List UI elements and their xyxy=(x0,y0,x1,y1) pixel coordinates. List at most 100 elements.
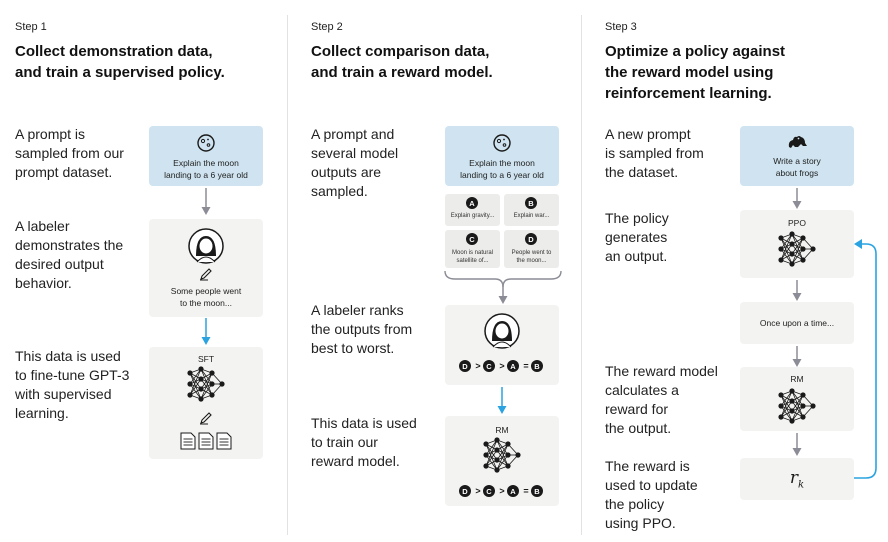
step3-rm-box: RM xyxy=(740,367,854,431)
option-a-badge: A xyxy=(466,197,478,209)
rank-badge xyxy=(459,485,471,497)
rank-letter: D xyxy=(462,487,468,496)
network-node xyxy=(198,396,204,402)
rank-badge xyxy=(459,360,471,372)
network-node xyxy=(187,381,193,387)
network-node xyxy=(789,408,795,414)
rank-operator: > xyxy=(475,486,480,496)
network-node xyxy=(483,452,489,458)
ranking-sequence: D>C>A=B xyxy=(459,485,543,497)
network-node xyxy=(789,261,795,267)
network-node xyxy=(505,463,511,469)
step1-arrow-1 xyxy=(201,188,211,215)
rm-label: RM xyxy=(495,425,509,435)
reward-value: rk xyxy=(789,468,805,491)
rank-badge xyxy=(507,485,519,497)
ppo-label: PPO xyxy=(788,218,806,228)
step1-label: Step 1 xyxy=(15,21,47,33)
frog-icon xyxy=(788,136,807,148)
step3-output-box: Once upon a time... xyxy=(740,302,854,344)
step3-label: Step 3 xyxy=(605,21,637,33)
network-node xyxy=(778,257,784,263)
network-node xyxy=(789,231,795,237)
feedback-loop-arrow xyxy=(854,239,877,479)
ppo-network-icon xyxy=(778,231,816,267)
network-node xyxy=(209,370,215,376)
rank-operator: = xyxy=(523,486,528,496)
option-b-card: B Explain war... xyxy=(504,194,559,226)
step2-title: Collect comparison data,and train a rewa… xyxy=(311,43,493,81)
svg-text:D: D xyxy=(528,235,534,244)
step2-arrow xyxy=(497,387,507,414)
step2-label: Step 2 xyxy=(311,21,343,33)
pencil-icon xyxy=(200,412,212,425)
labeler-avatar-icon xyxy=(484,313,520,349)
rank-letter: D xyxy=(462,362,468,371)
rank-badge xyxy=(531,485,543,497)
network-node xyxy=(800,257,806,263)
option-a-card: A Explain gravity... xyxy=(445,194,500,226)
network-node xyxy=(494,447,500,453)
network-node xyxy=(778,403,784,409)
step3-arrow-1 xyxy=(792,188,802,209)
option-b-text: Explain war... xyxy=(513,213,550,219)
rank-letter: A xyxy=(510,487,516,496)
pencil-icon xyxy=(200,268,212,281)
network-node xyxy=(810,403,816,409)
network-node xyxy=(800,392,806,398)
rank-operator: = xyxy=(523,361,528,371)
network-node xyxy=(778,414,784,420)
step3-arrow-2 xyxy=(792,280,802,301)
network-node xyxy=(494,437,500,443)
network-node xyxy=(810,246,816,252)
rank-operator: > xyxy=(499,486,504,496)
rm-network-icon xyxy=(778,388,816,424)
network-node xyxy=(800,414,806,420)
option-a-text: Explain gravity... xyxy=(450,213,495,219)
rm-label: RM xyxy=(790,374,804,384)
option-c-badge: C xyxy=(466,233,478,245)
rank-letter: C xyxy=(486,362,492,371)
rank-badge xyxy=(531,360,543,372)
network-node xyxy=(800,403,806,409)
column-divider-2 xyxy=(581,15,582,535)
step3-reward-box: rk xyxy=(740,458,854,500)
network-node xyxy=(187,392,193,398)
options-bracket xyxy=(444,270,562,304)
column-divider-1 xyxy=(287,15,288,535)
rank-badge xyxy=(483,360,495,372)
network-node xyxy=(494,457,500,463)
network-node xyxy=(789,398,795,404)
svg-text:A: A xyxy=(469,199,475,208)
network-node xyxy=(187,370,193,376)
network-node xyxy=(494,467,500,473)
moon-icon xyxy=(197,134,215,152)
network-node xyxy=(789,388,795,394)
network-node xyxy=(778,235,784,241)
step1-arrow-2 xyxy=(201,318,211,345)
sft-label: SFT xyxy=(197,354,215,364)
svg-text:B: B xyxy=(528,199,534,208)
sft-network-icon xyxy=(187,366,225,402)
step3-output-text: Once upon a time... xyxy=(759,318,835,328)
rank-letter: A xyxy=(510,362,516,371)
rank-badge xyxy=(483,485,495,497)
network-node xyxy=(778,392,784,398)
